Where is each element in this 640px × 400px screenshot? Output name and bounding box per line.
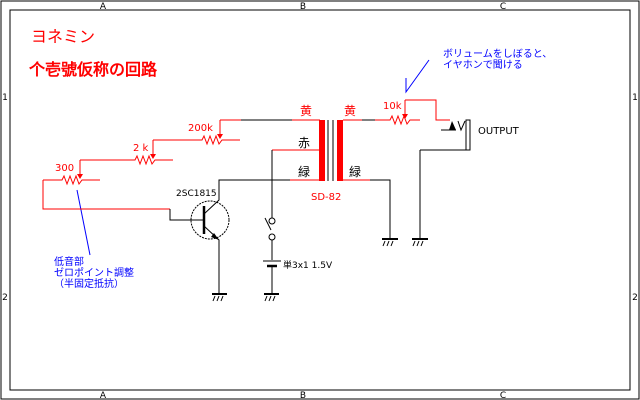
battery-label: 単3x1 1.5V xyxy=(283,259,333,271)
wire-label-primary-mid: 赤 xyxy=(298,136,310,150)
frame-col-a-top: A xyxy=(100,2,107,12)
volume-note-line2: イヤホンで聞ける xyxy=(443,59,523,71)
bass-note-pointer xyxy=(76,189,91,256)
pot-10k-label: 10k xyxy=(383,101,402,112)
frame-row-2-left: 2 xyxy=(2,293,8,303)
battery xyxy=(263,260,281,293)
ground-icon xyxy=(382,238,398,247)
bass-note-line3: （半固定抵抗） xyxy=(54,277,124,290)
pot-200k xyxy=(153,119,320,146)
ground-icon xyxy=(264,293,279,302)
title-line2: 个壱號仮称の回路 xyxy=(28,60,158,79)
bass-note-line2: ゼロポイント調整 xyxy=(54,266,134,279)
pot-10k xyxy=(375,99,450,126)
transformer xyxy=(272,119,391,238)
frame-col-c-top: C xyxy=(500,2,506,12)
frame-row-2-right: 2 xyxy=(632,293,638,303)
pot-300 xyxy=(42,160,170,210)
pot-2k-label: 2 k xyxy=(133,143,149,154)
output-label: OUTPUT xyxy=(478,126,520,137)
transistor-label: 2SC1815 xyxy=(176,189,217,199)
pot-300-label: 300 xyxy=(55,163,74,174)
frame-col-c-bottom: C xyxy=(500,391,506,400)
frame-row-1-left: 1 xyxy=(2,93,8,103)
ground-icon xyxy=(412,238,428,247)
pot-2k xyxy=(80,140,173,166)
inner-frame xyxy=(9,9,631,391)
wire-label-secondary-top: 黄 xyxy=(344,104,356,118)
power-switch xyxy=(264,150,276,260)
title-line1: ヨネミン xyxy=(31,27,95,46)
wire-label-secondary-bottom: 緑 xyxy=(349,164,361,179)
frame-row-1-right: 1 xyxy=(632,93,638,103)
output-jack xyxy=(419,119,471,238)
transformer-label: SD-82 xyxy=(311,192,341,203)
ground-icon xyxy=(212,293,227,302)
volume-note-line1: ボリュームをしぼると、 xyxy=(443,48,552,60)
frame-col-a-bottom: A xyxy=(100,391,107,400)
wire-label-primary-bottom: 緑 xyxy=(298,164,310,179)
wire-label-primary-top: 黄 xyxy=(300,104,312,118)
transistor-2sc1815 xyxy=(169,179,290,293)
volume-note-arrow xyxy=(405,59,430,94)
frame-col-b-bottom: B xyxy=(300,391,306,400)
bass-note-line1: 低音部 xyxy=(54,255,84,268)
frame-col-b-top: B xyxy=(300,2,306,12)
pot-200k-label: 200k xyxy=(188,123,213,134)
